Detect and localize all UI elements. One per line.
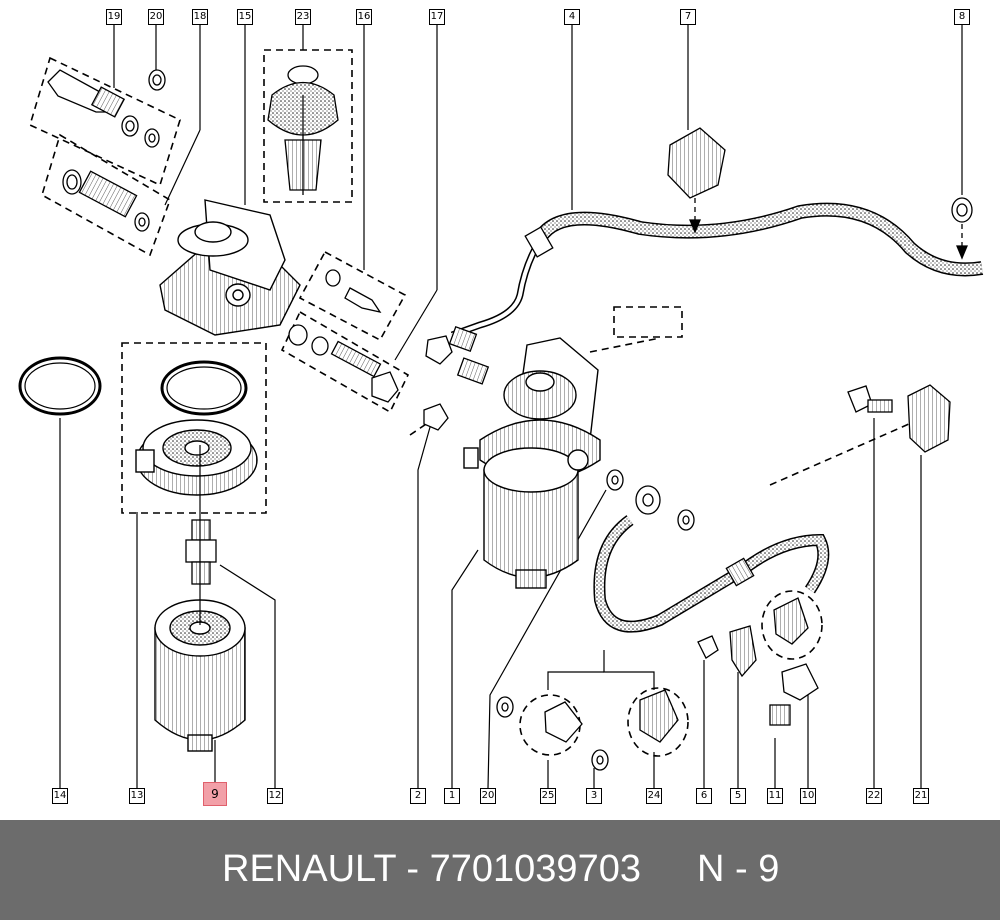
- fitting-group-left: [47, 69, 166, 232]
- callout-14: 14: [52, 788, 68, 804]
- group-circle-24: [627, 687, 689, 757]
- leader-12: [219, 564, 276, 788]
- callout-16: 16: [356, 9, 372, 25]
- callout-3: 3: [586, 788, 602, 804]
- callout-21: 21: [913, 788, 929, 804]
- component-16-17-bolts: [288, 269, 399, 403]
- component-4-fuel-pipe: [450, 202, 984, 339]
- callout-24: 24: [646, 788, 662, 804]
- callout-5: 5: [730, 788, 746, 804]
- component-23-valve: [267, 65, 339, 195]
- callout-25: 25: [540, 788, 556, 804]
- return-pipe: [593, 515, 830, 633]
- seal-rings: [18, 356, 248, 416]
- component-12-nipple: [185, 519, 217, 585]
- group-box-18: [41, 133, 171, 257]
- callout-7: 7: [680, 9, 696, 25]
- callout-9-highlighted: 9: [203, 782, 227, 806]
- callout-8: 8: [954, 9, 970, 25]
- callout-13: 13: [129, 788, 145, 804]
- washers-right: [496, 469, 695, 771]
- component-13-cover: [135, 419, 258, 496]
- component-15-filter-head: [159, 199, 301, 336]
- leader-25-24a: [547, 671, 604, 690]
- pipe-fittings: [423, 226, 554, 431]
- exploded-view-drawing: [18, 25, 984, 789]
- callout-22: 22: [866, 788, 882, 804]
- callout-23: 23: [295, 9, 311, 25]
- leader-17b: [394, 289, 438, 361]
- callout-15: 15: [237, 9, 253, 25]
- leader-18b: [164, 129, 201, 206]
- return-pipe-fittings: [544, 384, 951, 743]
- callout-19: 19: [106, 9, 122, 25]
- group-box-13: [121, 342, 267, 514]
- callout-20: 20: [148, 9, 164, 25]
- callout-12: 12: [267, 788, 283, 804]
- callout-1: 1: [444, 788, 460, 804]
- callout-20-lower: 20: [480, 788, 496, 804]
- callout-17: 17: [429, 9, 445, 25]
- component-9-filter: [154, 445, 246, 752]
- part-caption-bar: RENAULT - 7701039703 N - 9: [0, 820, 1000, 920]
- component-1-filter-assembly: [463, 337, 601, 589]
- leader-2: [417, 419, 433, 788]
- group-box-19-20: [29, 56, 181, 187]
- leader-25-24b: [603, 650, 655, 690]
- group-box-ref: [613, 306, 683, 338]
- callout-2: 2: [410, 788, 426, 804]
- callout-6: 6: [696, 788, 712, 804]
- dash-22-21: [769, 419, 919, 486]
- leader-1: [451, 549, 479, 788]
- dash-ref: [589, 337, 661, 353]
- part-number-caption: RENAULT - 7701039703: [222, 848, 641, 890]
- component-7-connector: [667, 127, 726, 234]
- dash-2: [409, 419, 433, 436]
- component-8-clip: [951, 197, 973, 260]
- parts-diagram: 19 20 18 15 23 16 17 4 7 8 14 13 9 12 2 …: [18, 9, 984, 806]
- group-box-16: [298, 250, 407, 342]
- callout-10: 10: [800, 788, 816, 804]
- position-caption: N - 9: [697, 848, 780, 890]
- group-circle-10: [761, 590, 823, 660]
- callout-18: 18: [192, 9, 208, 25]
- callout-11: 11: [767, 788, 783, 804]
- group-box-17: [280, 310, 410, 414]
- callout-4: 4: [564, 9, 580, 25]
